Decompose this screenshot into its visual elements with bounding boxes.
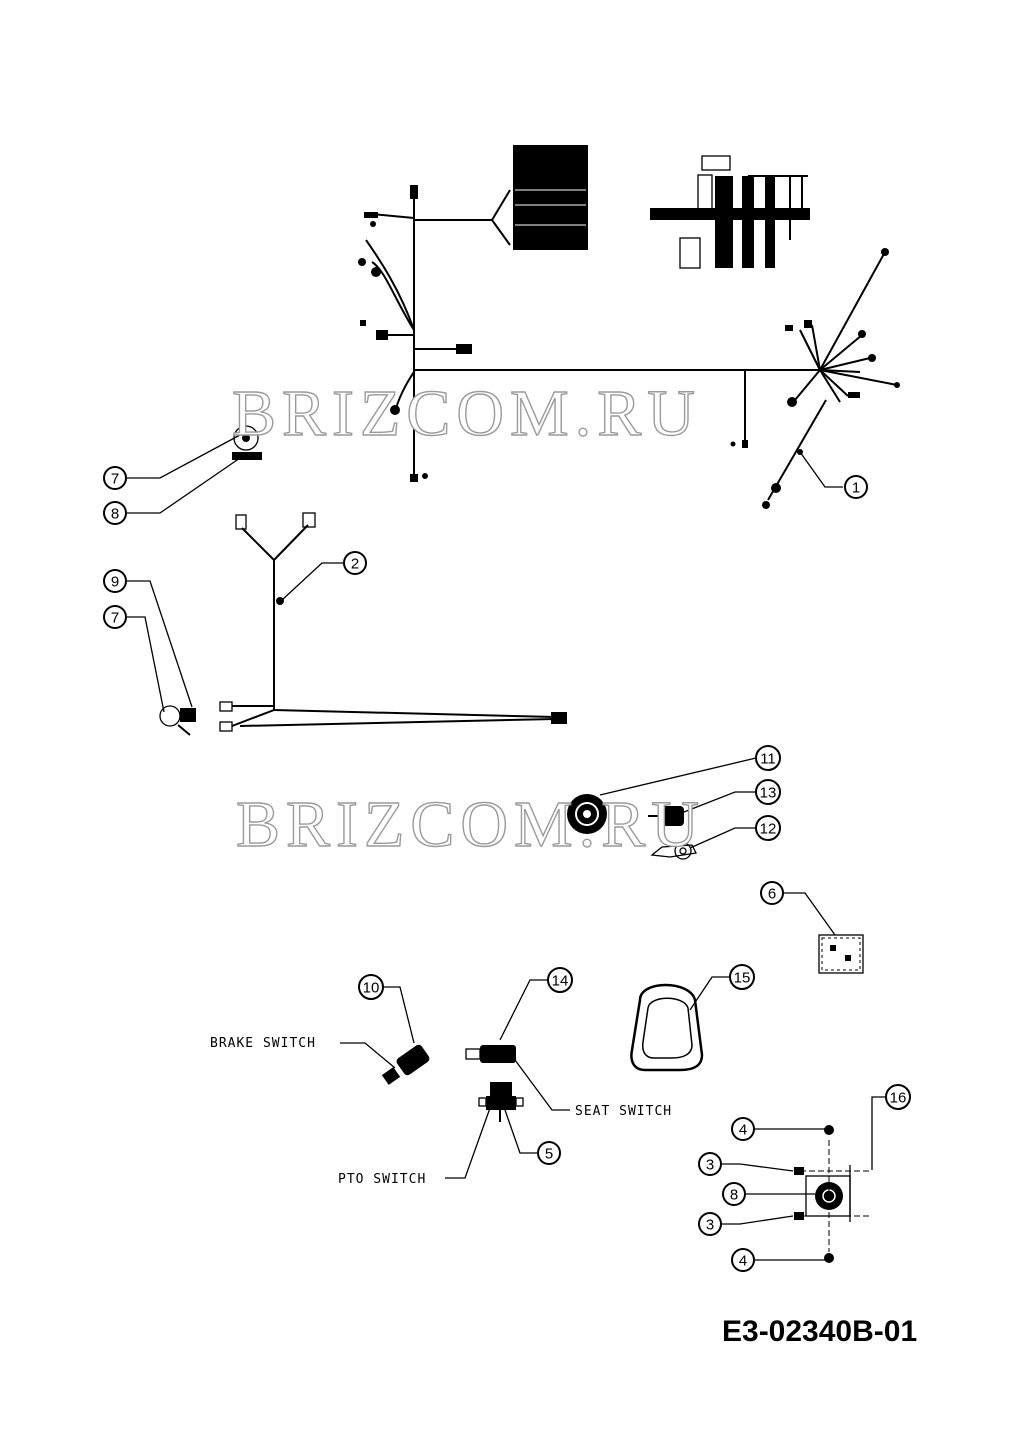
seat-switch — [465, 1045, 516, 1063]
callout-1: 1 — [844, 475, 868, 499]
svg-text:5: 5 — [545, 1146, 553, 1163]
drawing-code: E3-02340B-01 — [722, 1315, 917, 1348]
pto-switch — [478, 1082, 524, 1122]
svg-text:4: 4 — [739, 1253, 747, 1270]
ignition-schematic-symbol — [650, 155, 810, 269]
brake-switch — [381, 1044, 430, 1085]
svg-text:2: 2 — [351, 556, 359, 573]
callout-5: 5 — [537, 1141, 561, 1165]
svg-text:8: 8 — [111, 506, 119, 523]
callout-4-upper: 4 — [731, 1117, 755, 1141]
callout-9: 9 — [103, 569, 127, 593]
secondary-wiring-harness — [219, 512, 567, 732]
svg-text:8: 8 — [730, 1187, 738, 1204]
callout-15: 15 — [729, 964, 755, 990]
svg-text:9: 9 — [111, 574, 119, 591]
lamp-socket-assembly-lower — [159, 705, 196, 736]
callout-10: 10 — [358, 974, 384, 1000]
main-wiring-harness — [358, 185, 900, 509]
svg-text:7: 7 — [111, 471, 119, 488]
ignition-key — [650, 842, 697, 860]
svg-text:13: 13 — [760, 785, 777, 802]
callout-2: 2 — [343, 551, 367, 575]
svg-text:14: 14 — [552, 973, 569, 990]
svg-text:1: 1 — [852, 480, 860, 497]
callout-12: 12 — [755, 815, 781, 841]
callout-3-upper: 3 — [698, 1152, 722, 1176]
mounting-bracket-assembly — [794, 1125, 870, 1263]
svg-text:16: 16 — [890, 1090, 907, 1107]
svg-text:11: 11 — [760, 751, 776, 768]
wiring-schematic-panel — [513, 145, 588, 250]
ignition-knob — [648, 806, 684, 826]
watermark-lower: BRIZCOM.RU — [236, 788, 705, 861]
callout-3-lower: 3 — [698, 1212, 722, 1236]
callout-16: 16 — [885, 1084, 911, 1110]
watermark-upper: BRIZCOM.RU — [232, 377, 701, 450]
svg-text:7: 7 — [111, 610, 119, 627]
callout-7-lower: 7 — [103, 605, 127, 629]
callout-11: 11 — [755, 745, 781, 771]
svg-text:12: 12 — [760, 821, 777, 838]
svg-text:6: 6 — [768, 886, 776, 903]
pto-switch-label: PTO SWITCH — [338, 1172, 426, 1187]
brake-switch-label: BRAKE SWITCH — [210, 1036, 316, 1051]
switch-bezel — [630, 983, 704, 1072]
callout-14: 14 — [547, 967, 573, 993]
callout-13: 13 — [755, 779, 781, 805]
svg-text:15: 15 — [734, 970, 751, 987]
seat-switch-label: SEAT SWITCH — [575, 1104, 672, 1119]
callout-4-lower: 4 — [731, 1248, 755, 1272]
callout-7-upper: 7 — [103, 466, 127, 490]
callout-6: 6 — [760, 881, 784, 905]
leader-lines — [127, 434, 886, 1261]
svg-text:4: 4 — [739, 1122, 747, 1139]
ignition-switch — [567, 794, 607, 834]
svg-text:3: 3 — [706, 1157, 714, 1174]
svg-text:3: 3 — [706, 1217, 714, 1234]
svg-text:10: 10 — [363, 980, 380, 997]
callout-8-lower: 8 — [722, 1182, 746, 1206]
relay-module — [818, 934, 864, 974]
callout-8-upper: 8 — [103, 501, 127, 525]
